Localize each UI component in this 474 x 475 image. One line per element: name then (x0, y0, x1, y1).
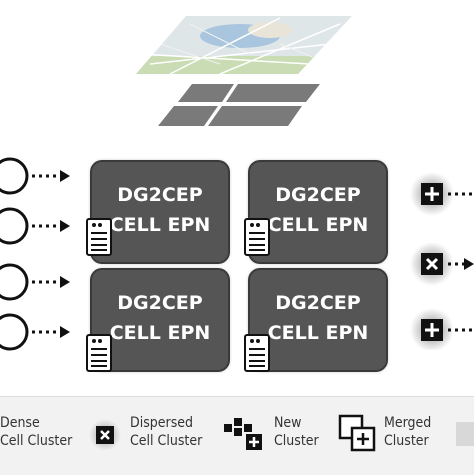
grid-layer (158, 84, 320, 126)
server-icon (244, 334, 270, 372)
epn-box-top-right: DG2CEP CELL EPN (250, 162, 386, 262)
server-icon (86, 334, 112, 372)
faded-legend-icon (456, 422, 474, 446)
server-icon (244, 218, 270, 256)
merged-cluster-icon (338, 414, 376, 452)
new-cluster-icon (410, 172, 454, 216)
dispersed-cluster-icon (410, 242, 454, 286)
input-streams (0, 157, 70, 351)
epn-title: DG2CEP (117, 184, 203, 206)
epn-title: DG2CEP (275, 292, 361, 314)
epn-subtitle: CELL EPN (109, 214, 211, 236)
map-layer (136, 16, 352, 74)
dispersed-cluster-icon (89, 419, 121, 451)
epn-subtitle: CELL EPN (267, 322, 369, 344)
new-cluster-icon (410, 308, 454, 350)
output-streams (410, 172, 474, 350)
epn-title: DG2CEP (275, 184, 361, 206)
server-icon (86, 218, 112, 256)
legend-dispersed-label: Dispersed Cell Cluster (130, 415, 203, 449)
epn-box-top-left: DG2CEP CELL EPN (92, 162, 228, 262)
epn-box-bottom-left: DG2CEP CELL EPN (92, 270, 228, 370)
legend-dense-label: Dense Cell Cluster (0, 415, 73, 449)
legend-merged-label: Merged Cluster (384, 415, 432, 449)
epn-title: DG2CEP (117, 292, 203, 314)
epn-subtitle: CELL EPN (267, 214, 369, 236)
epn-box-bottom-right: DG2CEP CELL EPN (250, 270, 386, 370)
new-cluster-icon (224, 418, 262, 450)
epn-subtitle: CELL EPN (109, 322, 211, 344)
legend-new-label: New Cluster (274, 415, 319, 449)
